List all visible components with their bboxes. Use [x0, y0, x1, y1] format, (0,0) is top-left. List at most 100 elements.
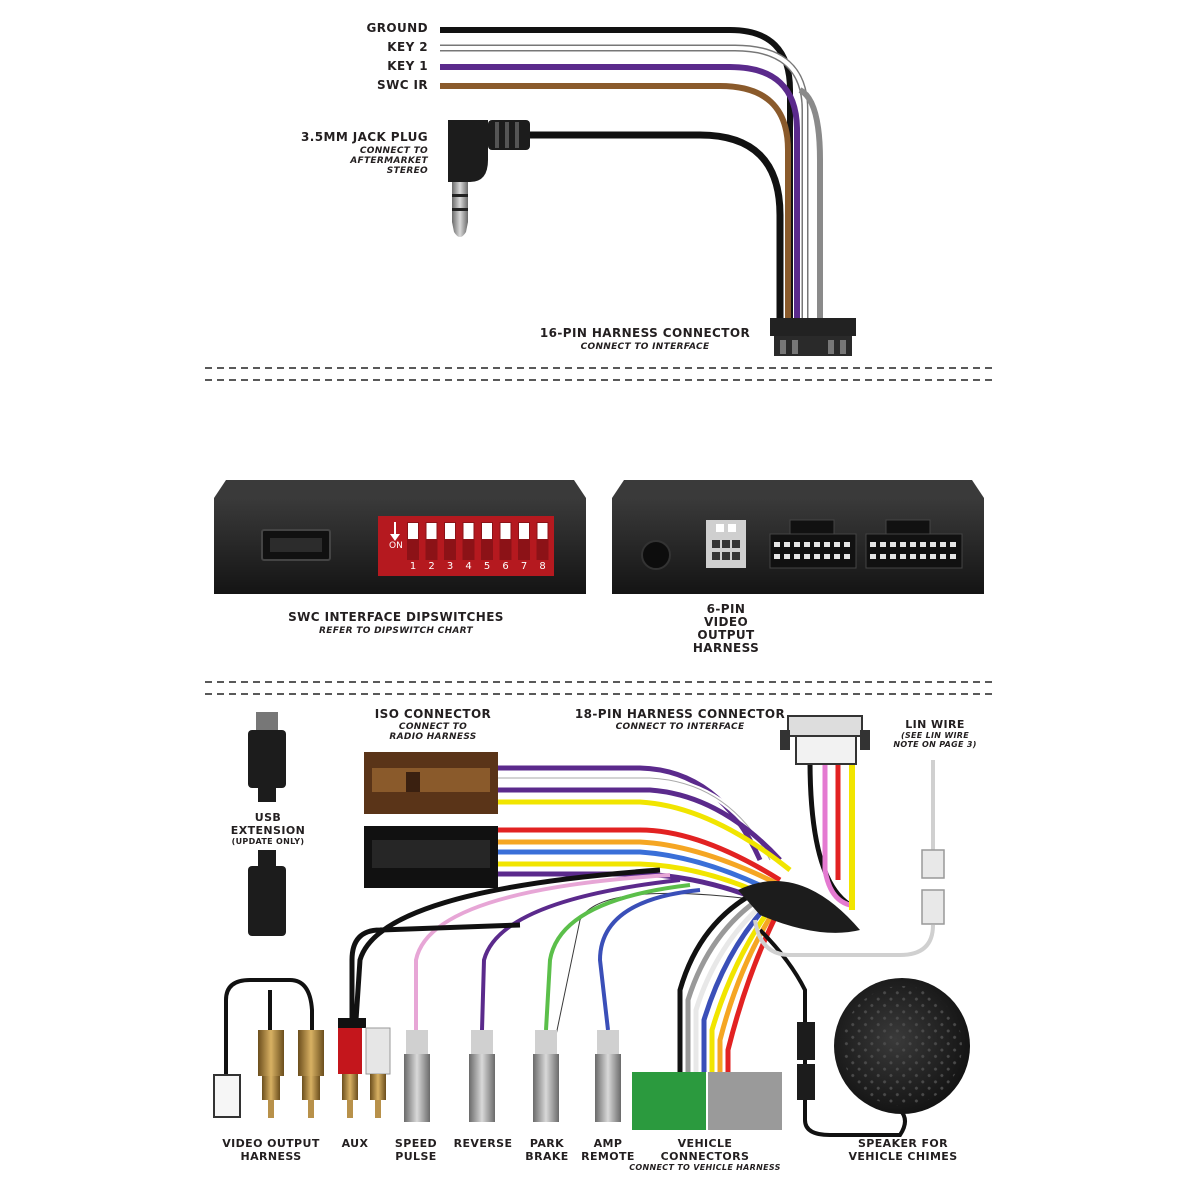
label-speed-pulse: SPEED PULSE	[394, 1137, 438, 1163]
dip-on-arrow-icon	[390, 522, 400, 541]
port-pin	[794, 542, 800, 547]
bullet-reverse	[469, 1030, 495, 1122]
dip-subtitle: REFER TO DIPSWITCH CHART	[319, 626, 473, 636]
dip-number-6: 6	[502, 561, 509, 572]
port-pin	[930, 554, 936, 559]
port-pin	[784, 554, 790, 559]
label-park-brake: PARK BRAKE	[525, 1137, 569, 1163]
dip-switch-knob	[500, 523, 511, 539]
port-pin	[774, 542, 780, 547]
dip-switch-knob	[445, 523, 455, 539]
wire-label-key1: KEY 1	[387, 59, 428, 73]
bottom-wires	[224, 759, 935, 1137]
label-amp-remote: AMP REMOTE	[581, 1137, 635, 1163]
port-pin	[940, 542, 946, 547]
bullet-park-brake	[533, 1030, 559, 1122]
dip-number-2: 2	[428, 561, 435, 572]
wire-swc-ir	[440, 83, 791, 322]
audio-port	[641, 540, 671, 570]
port-pin	[950, 542, 956, 547]
iso-connector	[364, 752, 498, 888]
port-pin	[930, 542, 936, 547]
port-16pin	[769, 519, 857, 569]
harness16-connector	[770, 318, 856, 356]
wire-label-ground: GROUND	[366, 21, 428, 35]
port-pin	[824, 542, 830, 547]
port-pin	[950, 554, 956, 559]
dip-switch-knob	[519, 523, 529, 539]
usb-port	[261, 529, 331, 561]
jack-plug-title: 3.5MM JACK PLUG	[301, 130, 428, 144]
top-wires	[440, 27, 823, 322]
dip-switch-knob	[408, 523, 418, 539]
wire-key1	[440, 64, 800, 322]
wire-label-swc-ir: SWC IR	[377, 78, 428, 92]
port-pin	[784, 542, 790, 547]
interface-box-right	[612, 480, 984, 594]
wire-gray	[798, 87, 823, 322]
port-pin	[880, 542, 886, 547]
dip-number-8: 8	[539, 561, 546, 572]
port-pin	[844, 542, 850, 547]
chime-speaker	[834, 978, 970, 1114]
usb-extension-label: USB EXTENSION	[230, 811, 306, 837]
video6-label: 6-PIN VIDEO OUTPUT HARNESS	[692, 602, 760, 655]
port-pin	[804, 554, 810, 559]
iso-subtitle: CONNECT TO RADIO HARNESS	[389, 722, 477, 742]
port-pin	[804, 542, 810, 547]
dip-switch-knob	[463, 523, 474, 539]
port-pin	[794, 554, 800, 559]
port-pin	[900, 554, 906, 559]
rca-gold-2	[298, 1030, 324, 1118]
port-pin	[920, 554, 926, 559]
wire-key2-core	[440, 46, 807, 322]
dip-number-7: 7	[520, 561, 528, 572]
dip-switch-knob	[426, 523, 437, 539]
harness18-connector	[780, 715, 870, 765]
port-pin	[910, 554, 916, 559]
rca-gold-1	[258, 1030, 284, 1118]
video-output-plug	[213, 1074, 241, 1118]
label-vehicle-sub: CONNECT TO VEHICLE HARNESS	[629, 1163, 781, 1172]
port-pin	[920, 542, 926, 547]
divider-2	[205, 681, 997, 695]
dip-title: SWC INTERFACE DIPSWITCHES	[288, 610, 504, 624]
jack-plug-subtitle: CONNECT TO AFTERMARKET STEREO	[350, 146, 428, 176]
harness16-title: 16-PIN HARNESS CONNECTOR	[539, 326, 751, 340]
usb-extension-sub: (UPDATE ONLY)	[231, 837, 305, 846]
divider-1	[205, 367, 997, 381]
port-pin	[890, 542, 896, 547]
port-pin	[814, 542, 820, 547]
jack-plug	[448, 120, 530, 237]
port-pin	[824, 554, 830, 559]
dip-switch-block	[378, 516, 554, 576]
vehicle-connector-green	[632, 1072, 706, 1130]
port-pin	[940, 554, 946, 559]
dip-number-3: 3	[446, 561, 454, 572]
cable-tie	[738, 881, 860, 933]
label-reverse: REVERSE	[453, 1137, 513, 1150]
label-speaker: SPEAKER FOR VEHICLE CHIMES	[848, 1137, 958, 1163]
dip-number-1: 1	[409, 561, 417, 572]
dip-switch-knob	[482, 523, 492, 539]
port-pin	[900, 542, 906, 547]
label-vehicle-connectors: VEHICLE CONNECTORS	[660, 1137, 750, 1163]
lin-subtitle: (SEE LIN WIRE NOTE ON PAGE 3)	[893, 731, 977, 749]
port-pin	[870, 554, 876, 559]
port-pin	[910, 542, 916, 547]
iso-title: ISO CONNECTOR	[374, 707, 492, 721]
dip-switch-knob	[537, 523, 548, 539]
bullet-amp-remote	[595, 1030, 621, 1122]
lin-title: LIN WIRE	[905, 718, 965, 731]
label-aux: AUX	[341, 1137, 369, 1150]
wire-jack-cable	[520, 131, 784, 322]
port-pin	[870, 542, 876, 547]
usb-extension	[248, 712, 286, 936]
rca-white	[365, 1027, 391, 1118]
interface-box-left	[214, 480, 586, 594]
port-pin	[774, 554, 780, 559]
lin-connector	[921, 849, 945, 925]
harness18-subtitle: CONNECT TO INTERFACE	[615, 722, 745, 732]
harness18-title: 18-PIN HARNESS CONNECTOR	[574, 707, 786, 721]
